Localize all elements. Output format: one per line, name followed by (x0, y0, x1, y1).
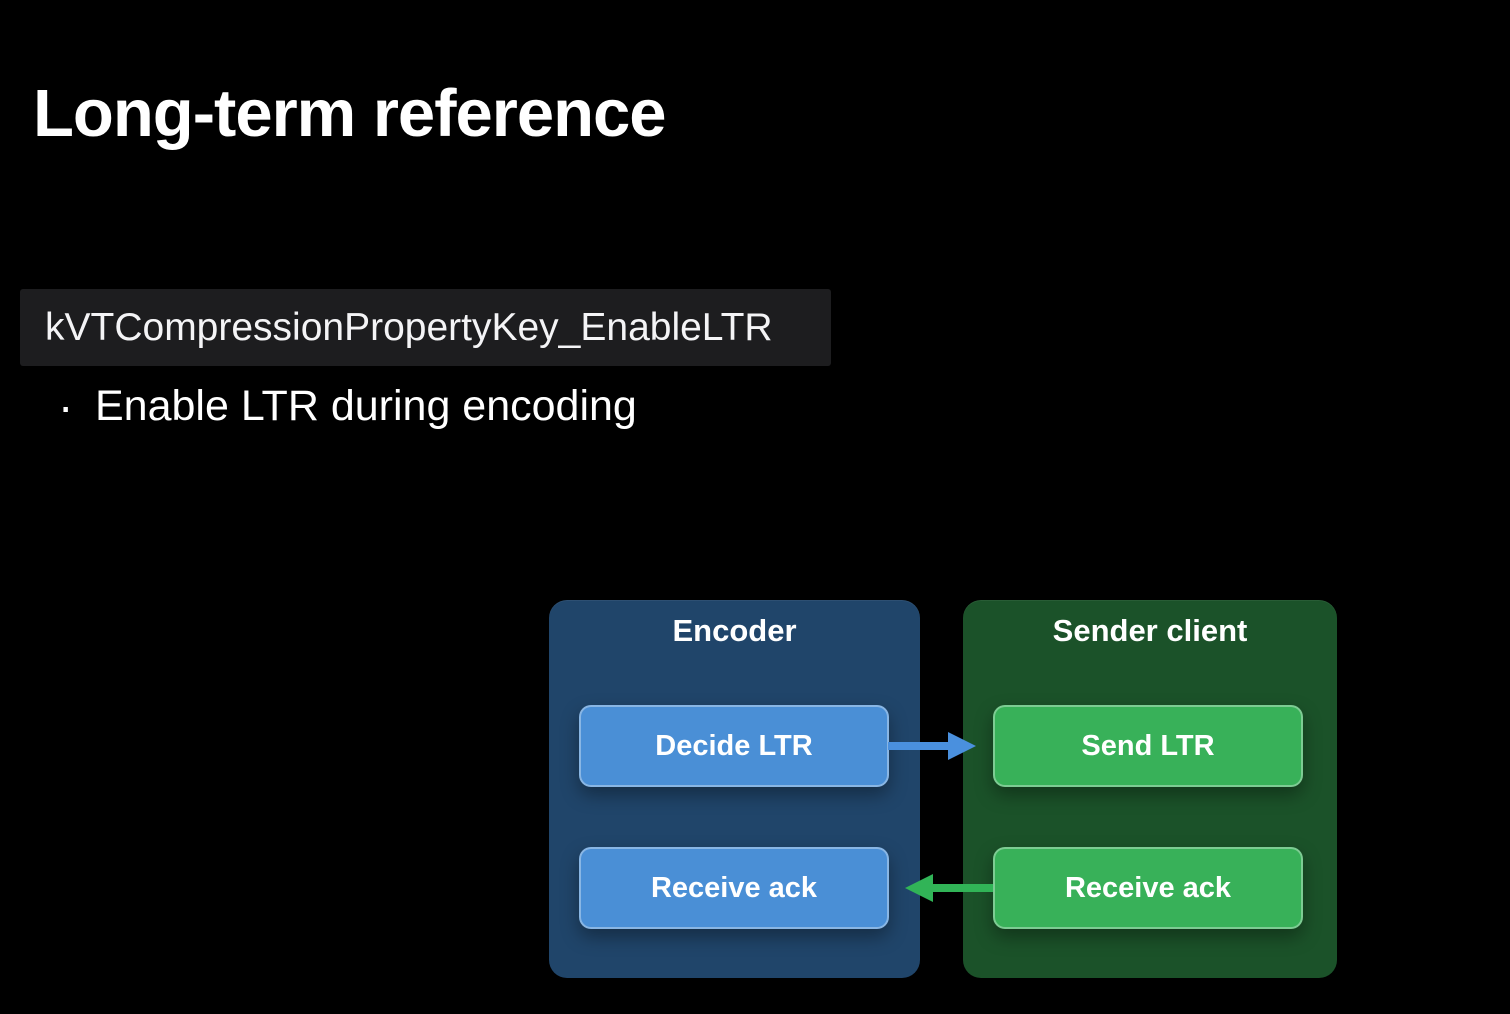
sender-step-send-ltr: Send LTR (993, 705, 1303, 787)
bullet-item: · Enable LTR during encoding (58, 378, 637, 434)
code-property-name: kVTCompressionPropertyKey_EnableLTR (45, 305, 773, 349)
receive-ack-arrow (905, 874, 993, 902)
bullet-text: Enable LTR during encoding (95, 381, 637, 430)
sender-client-container: Sender client Send LTR Receive ack (963, 600, 1337, 978)
receive-ack-arrowhead-icon (905, 874, 933, 902)
sender-client-title: Sender client (1052, 613, 1248, 648)
encoder-title: Encoder (672, 613, 797, 648)
page-title: Long-term reference (33, 75, 667, 151)
encoder-step-decide-ltr: Decide LTR (579, 705, 889, 787)
encoder-step-receive-ack: Receive ack (579, 847, 889, 929)
sender-step-receive-ack: Receive ack (993, 847, 1303, 929)
bullet-dot-icon: · (58, 380, 74, 432)
send-ltr-arrow (888, 732, 976, 760)
encoder-container: Encoder Decide LTR Receive ack (549, 600, 920, 978)
send-ltr-arrowhead-icon (948, 732, 976, 760)
code-snippet-box: kVTCompressionPropertyKey_EnableLTR (20, 289, 831, 366)
